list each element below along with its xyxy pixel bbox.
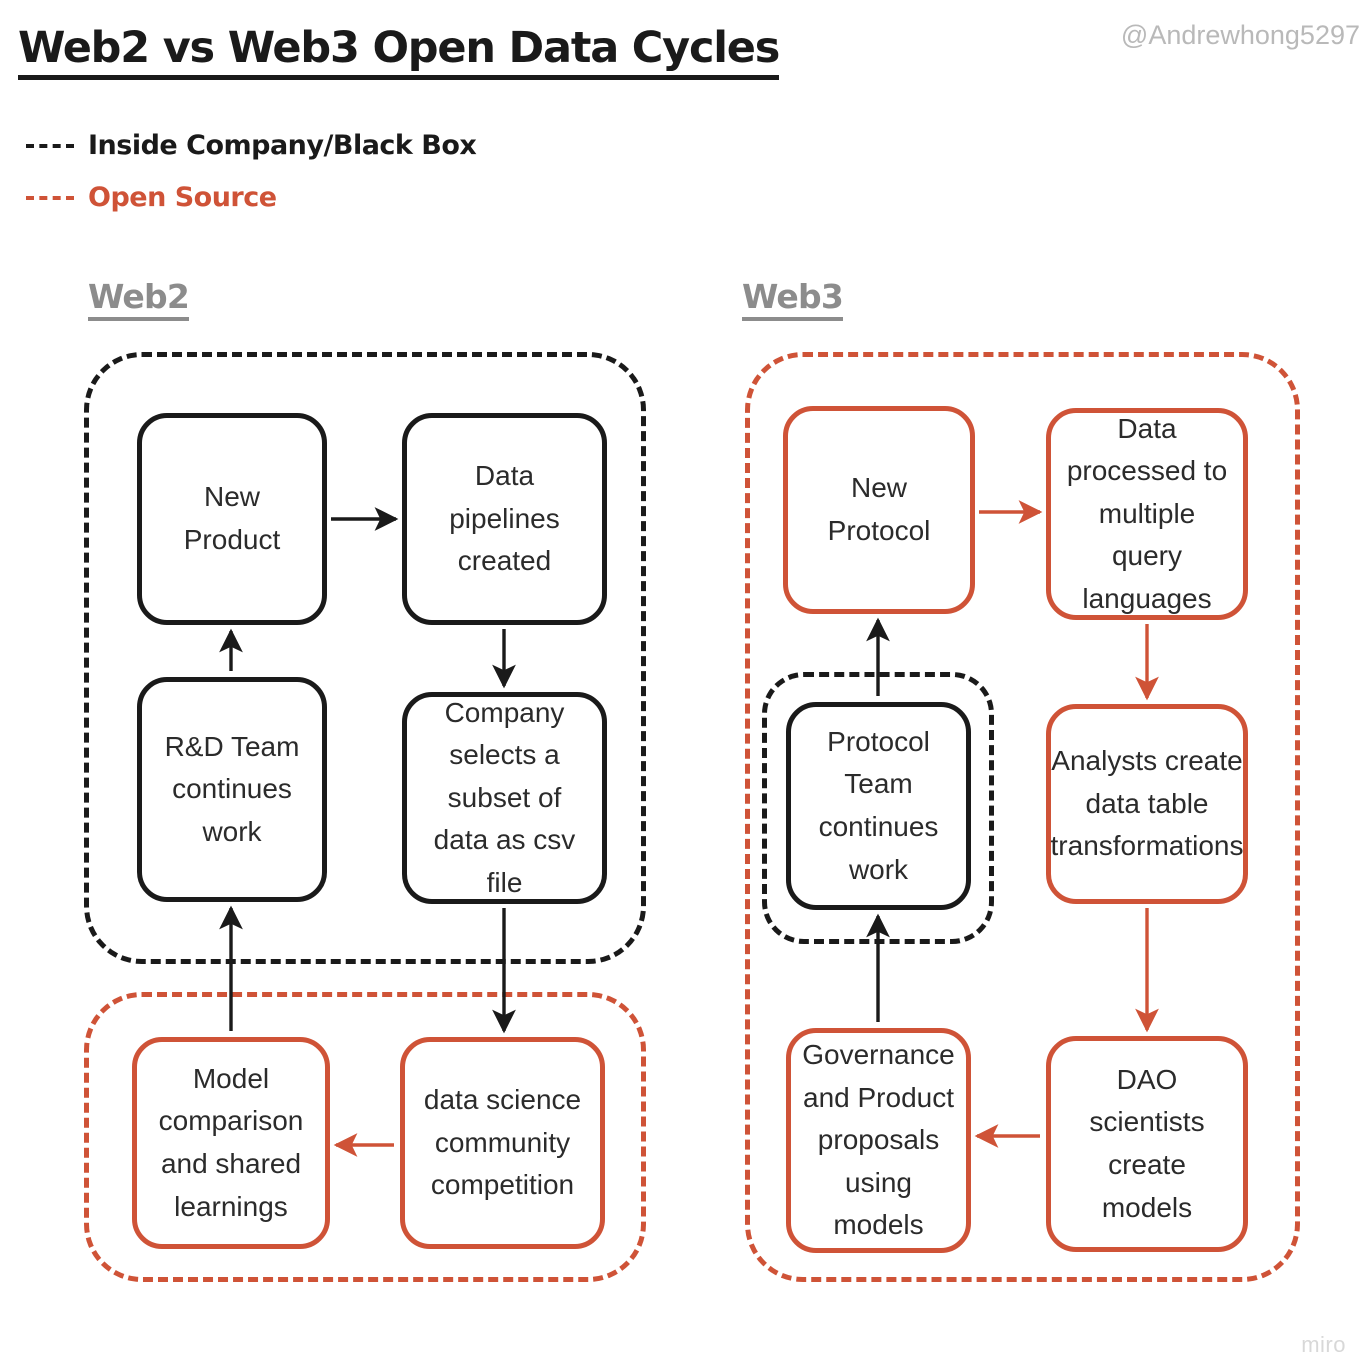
dashed-line-swatch-icon (26, 195, 74, 200)
node-new-protocol[interactable]: New Protocol (783, 406, 975, 614)
page-title: Web2 vs Web3 Open Data Cycles (18, 25, 780, 81)
node-protocol-team-continues-work[interactable]: Protocol Team continues work (786, 702, 971, 910)
group-web2-open-source (84, 992, 646, 1282)
node-model-comparison[interactable]: Model comparison and shared learnings (132, 1037, 330, 1249)
legend-label-open-source: Open Source (88, 182, 277, 213)
dashed-line-swatch-icon (26, 143, 74, 148)
node-data-processed-query-languages[interactable]: Data processed to multiple query languag… (1046, 408, 1248, 620)
node-dao-scientists-create-models[interactable]: DAO scientists create models (1046, 1036, 1248, 1252)
column-heading-web2: Web2 (88, 277, 190, 321)
column-heading-web3: Web3 (742, 277, 844, 321)
node-data-pipelines-created[interactable]: Data pipelines created (402, 413, 607, 625)
group-web2-inside-company (84, 352, 646, 964)
legend-label-inside-company: Inside Company/Black Box (88, 130, 477, 161)
group-web3-open-source (745, 352, 1300, 1282)
node-new-product[interactable]: New Product (137, 413, 327, 625)
author-handle-watermark: @Andrewhong5297 (1120, 20, 1360, 50)
node-rnd-team-continues-work[interactable]: R&D Team continues work (137, 677, 327, 902)
node-governance-product-proposals[interactable]: Governance and Product proposals using m… (786, 1028, 971, 1253)
node-company-selects-subset[interactable]: Company selects a subset of data as csv … (402, 692, 607, 904)
miro-logo-watermark: miro (1301, 1332, 1346, 1357)
node-analysts-create-transformations[interactable]: Analysts create data table transformatio… (1046, 704, 1248, 904)
legend-item-open-source: Open Source (26, 182, 277, 213)
legend-item-inside-company: Inside Company/Black Box (26, 130, 477, 161)
node-data-science-community-competition[interactable]: data science community competition (400, 1037, 605, 1249)
